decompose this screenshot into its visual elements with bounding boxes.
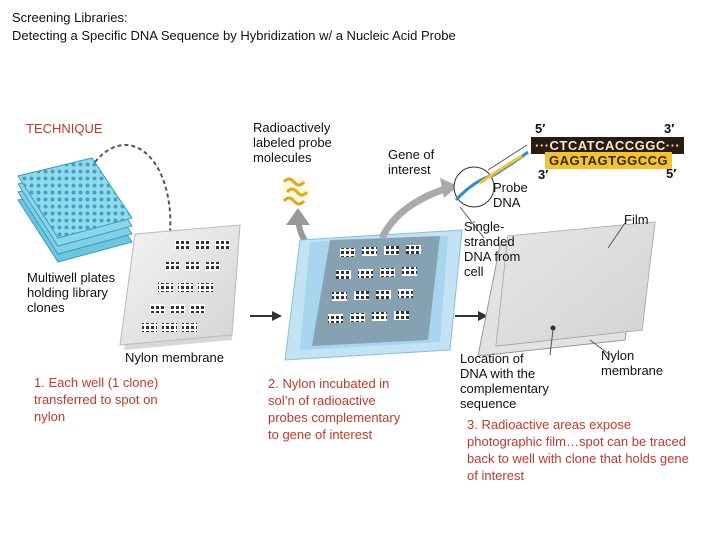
nylon-membrane-label: Nylon membrane <box>125 350 224 365</box>
nylon-membrane-1 <box>119 224 241 350</box>
strand-5prime-bottom: 5′ <box>666 166 677 181</box>
nylon-membrane-right-label: Nylon membrane <box>601 348 664 378</box>
nylon-membrane-2 <box>312 236 440 346</box>
probe-molecules-label: Radioactively labeled probe molecules <box>253 120 332 165</box>
multiwell-label: Multiwell plates holding library clones <box>27 270 116 315</box>
probe-dna-label: Probe DNA <box>493 180 528 210</box>
title-line-2: Detecting a Specific DNA Sequence by Hyb… <box>12 28 456 43</box>
strand-3prime-top: 3′ <box>664 121 675 136</box>
spot-grid-1 <box>142 240 230 332</box>
strand-3prime-bottom: 3′ <box>538 167 549 182</box>
strand-5prime-top: 5′ <box>535 121 546 136</box>
title-line-1: Screening Libraries: <box>12 10 128 25</box>
technique-label: TECHNIQUE <box>26 121 103 136</box>
dna-sequence-top: ···CTCATCACCGGC··· <box>531 137 685 154</box>
probe-sequence-bottom: GAGTAGTGGCCG <box>545 152 673 169</box>
transfer-arrow <box>94 143 172 236</box>
film-label: Film <box>624 212 649 227</box>
location-label: Location of DNA with the complementary s… <box>460 351 549 411</box>
step-3-caption: 3. Radioactive areas expose photographic… <box>467 417 689 483</box>
multiwell-plates <box>17 157 133 263</box>
probe-molecules <box>276 169 318 211</box>
hybridization-zoom <box>453 144 529 239</box>
film-stack <box>477 221 656 357</box>
step-1-caption: 1. Each well (1 clone) transferred to sp… <box>34 375 159 424</box>
page-title: Screening Libraries: Detecting a Specifi… <box>12 9 456 45</box>
single-stranded-dna-label: Single- stranded DNA from cell <box>464 219 521 279</box>
step-2-caption: 2. Nylon incubated in sol’n of radioacti… <box>268 376 401 442</box>
gene-of-interest-label: Gene of interest <box>388 147 435 177</box>
